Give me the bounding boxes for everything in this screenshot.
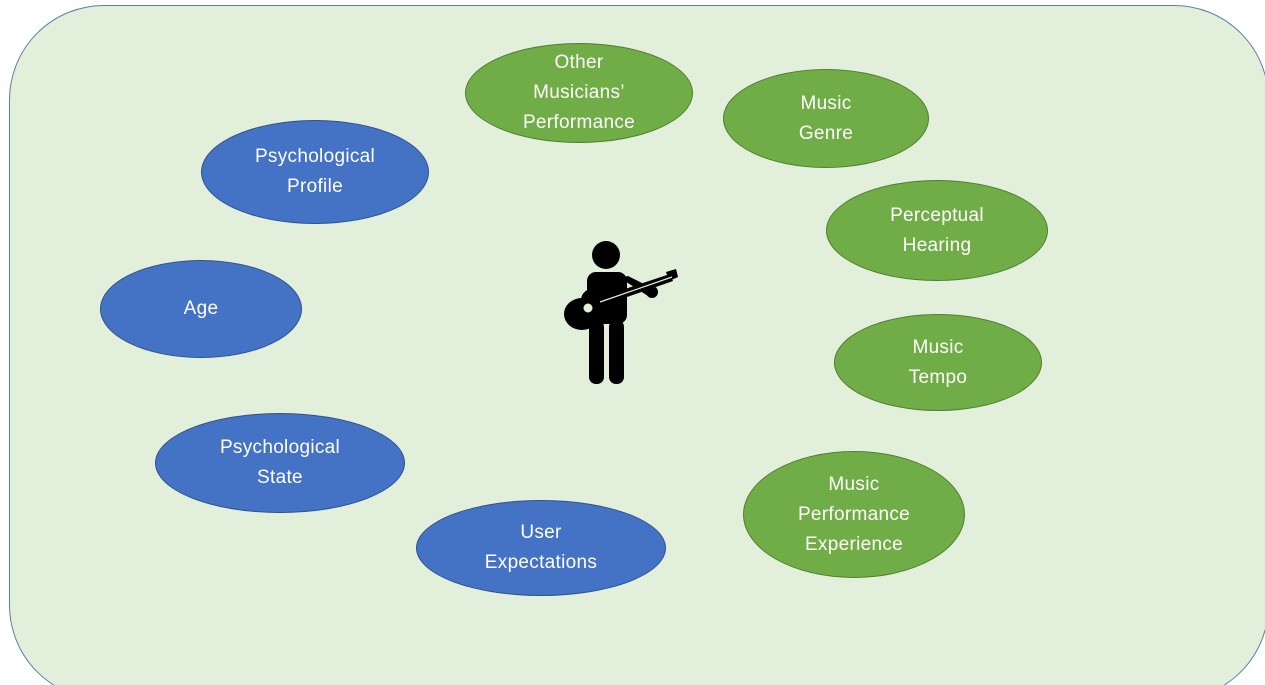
node-age: Age bbox=[100, 260, 302, 358]
node-label: Other Musicians’ Performance bbox=[522, 52, 636, 133]
node-label: Music Tempo bbox=[908, 336, 968, 388]
node-music-performance-experience: Music Performance Experience bbox=[743, 451, 965, 578]
node-perceptual-hearing: Perceptual Hearing bbox=[826, 180, 1048, 281]
node-label: Psychological Profile bbox=[254, 146, 376, 197]
node-label: Psychological State bbox=[219, 437, 341, 488]
node-psychological-profile: Psychological Profile bbox=[201, 120, 429, 224]
node-label: Music Performance Experience bbox=[797, 473, 911, 555]
node-label: Age bbox=[183, 298, 219, 319]
node-other-musicians-performance: Other Musicians’ Performance bbox=[465, 43, 693, 143]
node-user-expectations: User Expectations bbox=[416, 500, 666, 596]
node-label: User Expectations bbox=[484, 522, 598, 573]
guitarist-icon bbox=[564, 241, 678, 384]
node-psychological-state: Psychological State bbox=[155, 413, 405, 513]
node-music-tempo: Music Tempo bbox=[834, 314, 1042, 411]
node-label: Perceptual Hearing bbox=[890, 204, 984, 256]
node-music-genre: Music Genre bbox=[723, 69, 929, 168]
node-label: Music Genre bbox=[798, 92, 854, 144]
